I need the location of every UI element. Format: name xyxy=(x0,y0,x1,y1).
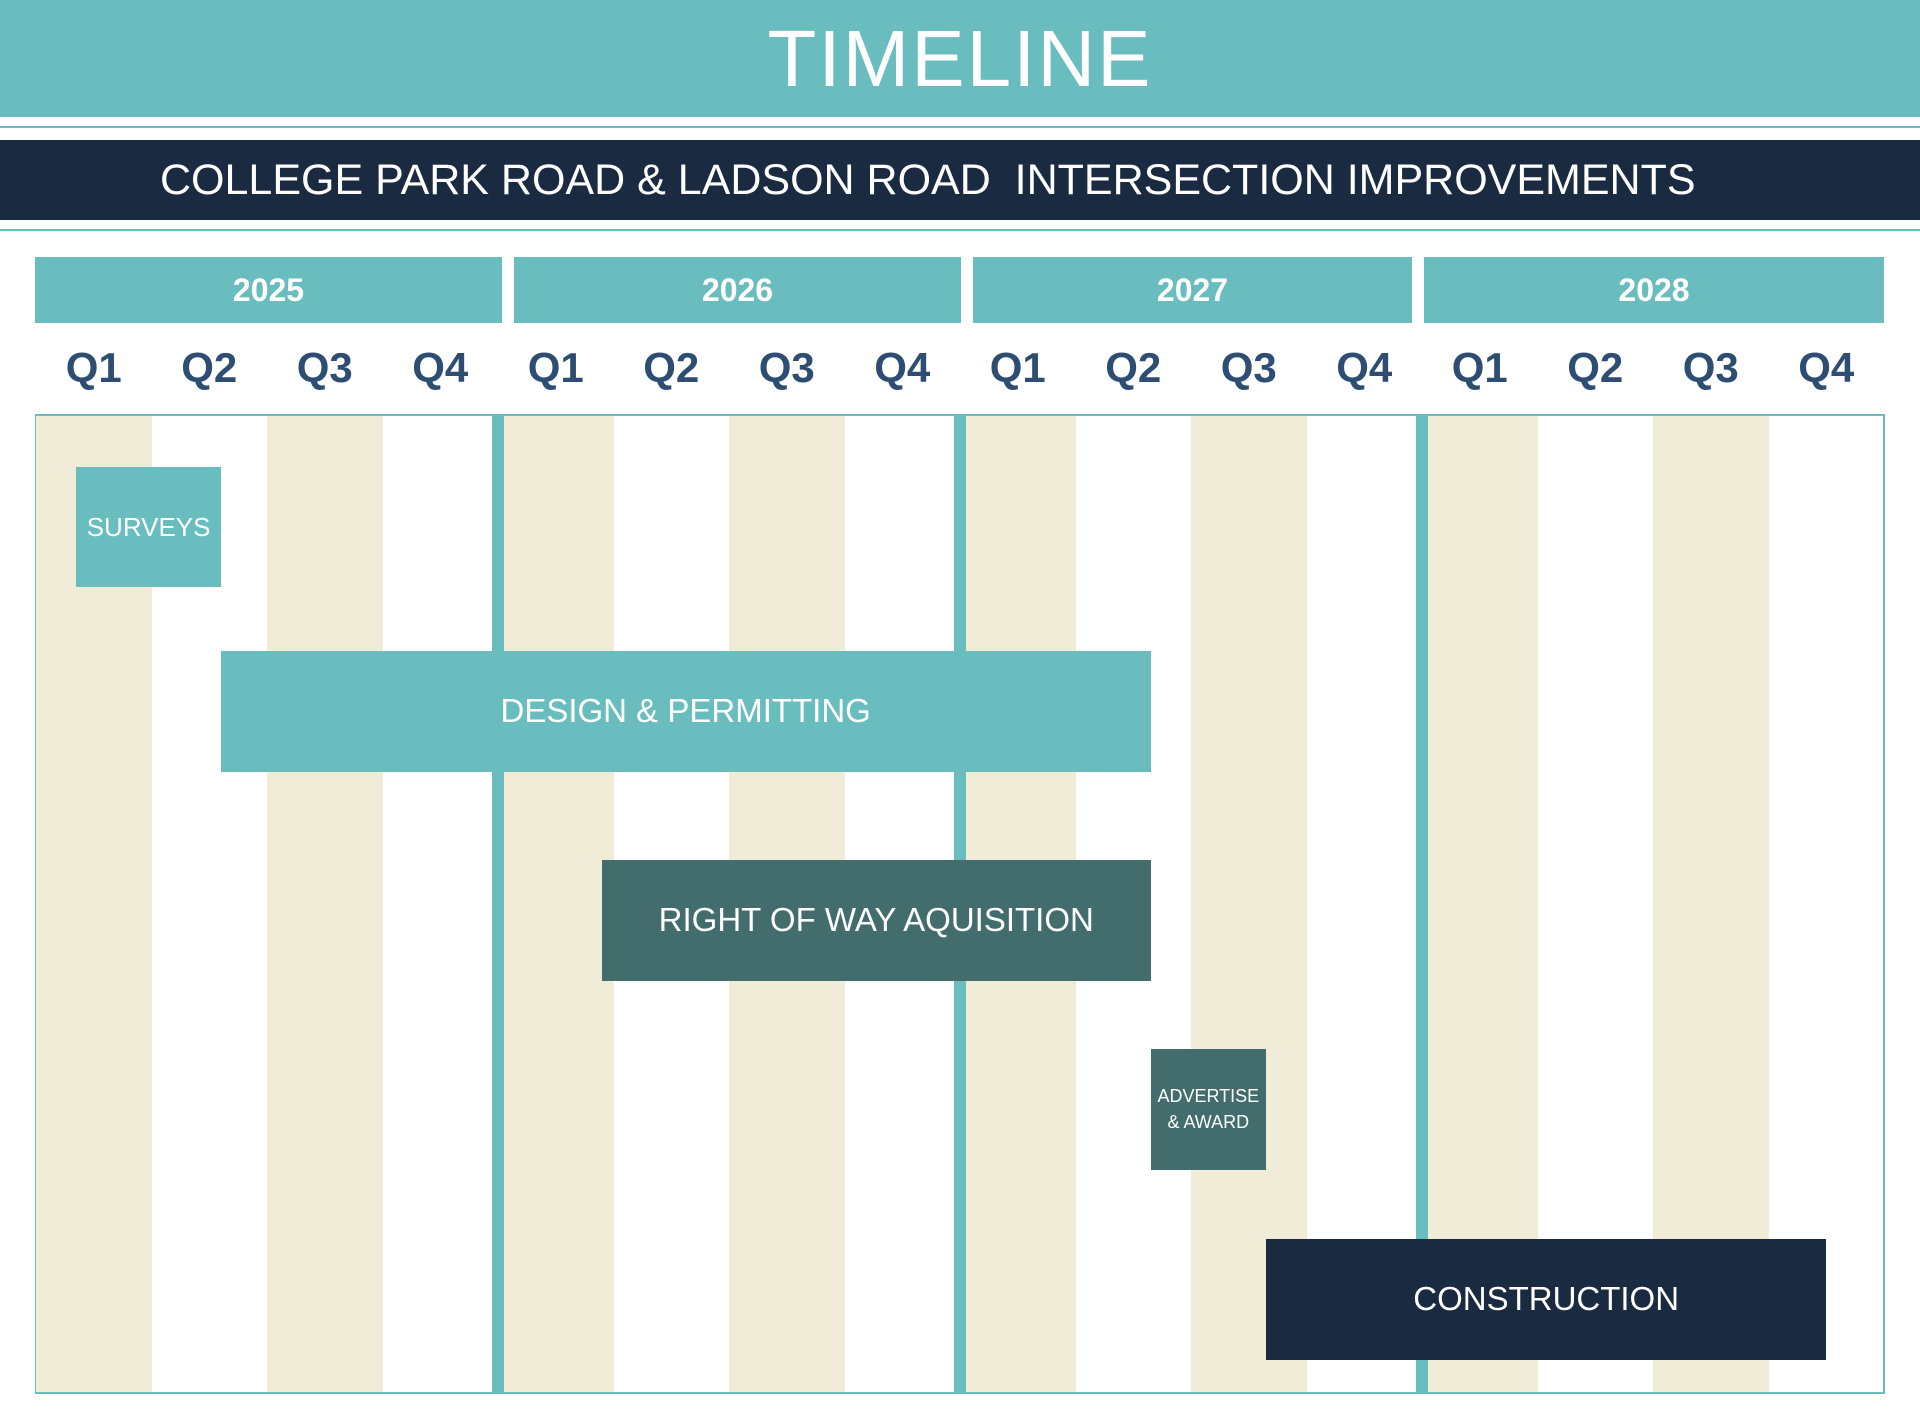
year-header-2026: 2026 xyxy=(514,257,961,323)
year-divider xyxy=(1416,416,1428,1392)
quarter-stripe xyxy=(1422,416,1538,1392)
year-divider xyxy=(492,416,504,1392)
task-label: DESIGN & PERMITTING xyxy=(500,692,871,730)
quarter-label-2026-q2: Q2 xyxy=(643,344,700,391)
title-banner: TIMELINE xyxy=(0,0,1920,117)
quarter-label-2027-q1: Q1 xyxy=(989,344,1046,391)
quarter-stripe xyxy=(498,416,614,1392)
quarter-label-2025-q2: Q2 xyxy=(181,344,238,391)
task-label: CONSTRUCTION xyxy=(1413,1280,1680,1318)
quarter-label-2028-q1: Q1 xyxy=(1451,344,1508,391)
task-bar-surveys: SURVEYS xyxy=(76,467,221,587)
task-bar-construction: CONSTRUCTION xyxy=(1266,1239,1827,1360)
project-subtitle: COLLEGE PARK ROAD & LADSON ROAD INTERSEC… xyxy=(160,155,1696,204)
quarter-label-2025-q3: Q3 xyxy=(296,344,353,391)
quarter-label-2026-q1: Q1 xyxy=(527,344,584,391)
task-bar-right-of-way-aquisition: RIGHT OF WAY AQUISITION xyxy=(601,860,1151,981)
quarter-label-2028-q2: Q2 xyxy=(1567,344,1624,391)
year-header-2028: 2028 xyxy=(1424,257,1884,323)
year-header-2027: 2027 xyxy=(973,257,1412,323)
task-label: RIGHT OF WAY AQUISITION xyxy=(658,901,1094,939)
task-bar-advertise-award: ADVERTISE & AWARD xyxy=(1150,1049,1267,1170)
quarter-stripe xyxy=(267,416,383,1392)
task-label: ADVERTISE & AWARD xyxy=(1157,1086,1260,1132)
quarter-label-2026-q3: Q3 xyxy=(758,344,815,391)
page-title: TIMELINE xyxy=(767,13,1153,103)
quarter-label-2027-q2: Q2 xyxy=(1105,344,1162,391)
task-bar-design-permitting: DESIGN & PERMITTING xyxy=(220,651,1151,772)
quarter-stripe xyxy=(1653,416,1769,1392)
subtitle-bar: COLLEGE PARK ROAD & LADSON ROAD INTERSEC… xyxy=(0,140,1920,220)
task-label: SURVEYS xyxy=(86,511,211,542)
divider-line xyxy=(0,126,1920,128)
quarter-label-2028-q3: Q3 xyxy=(1682,344,1739,391)
year-header-2025: 2025 xyxy=(35,257,502,323)
quarter-label-2027-q4: Q4 xyxy=(1336,344,1393,391)
quarter-label-2027-q3: Q3 xyxy=(1220,344,1277,391)
quarter-label-2026-q4: Q4 xyxy=(874,344,931,391)
quarter-label-2028-q4: Q4 xyxy=(1798,344,1855,391)
divider-line xyxy=(0,229,1920,231)
quarter-label-2025-q1: Q1 xyxy=(65,344,122,391)
quarter-stripe xyxy=(1191,416,1307,1392)
quarter-label-2025-q4: Q4 xyxy=(412,344,469,391)
